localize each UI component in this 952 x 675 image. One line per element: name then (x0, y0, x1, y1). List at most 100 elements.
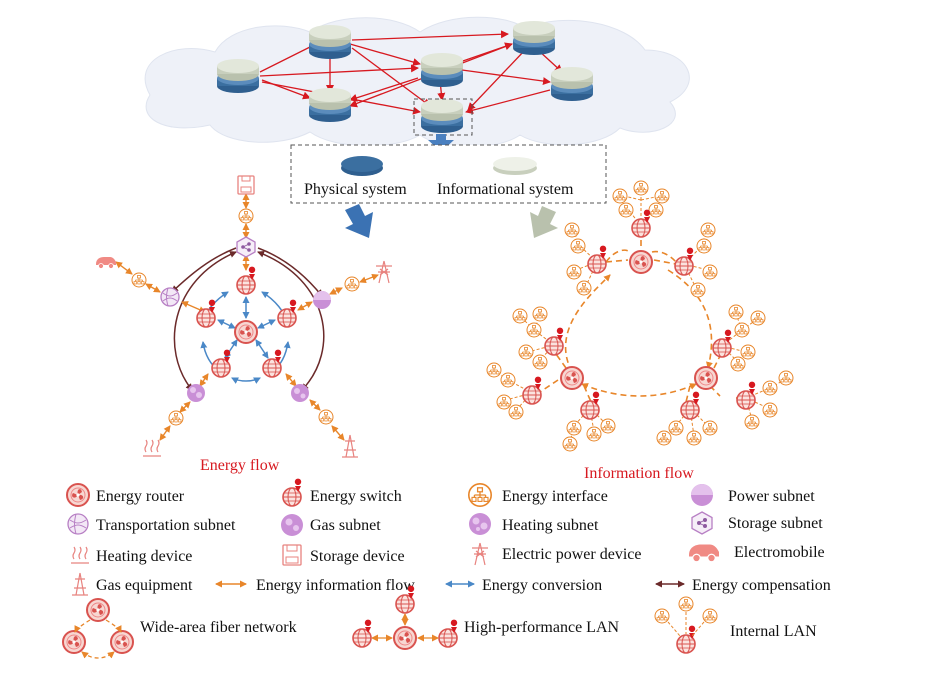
info-ring-right (667, 269, 713, 369)
orange-link-br-3 (331, 425, 345, 441)
gas-equipment-legend-icon (72, 572, 88, 596)
transportation-subnet-icon (160, 287, 180, 307)
legend-storage-subnet: Storage subnet (728, 515, 823, 532)
physical-disk-icon (341, 156, 383, 176)
energy-flow-title: Energy flow (200, 457, 280, 474)
informational-disk-icon (493, 157, 537, 175)
info-router-top (629, 250, 653, 274)
energy-interface-bl (168, 410, 184, 426)
cloud-node-5 (551, 67, 593, 101)
compensation-arc-right (257, 250, 325, 391)
cloud-node-6 (309, 88, 351, 122)
energy-interface-br (318, 409, 334, 425)
legend-energy-information-flow: Energy information flow (256, 577, 415, 594)
gas-subnet-icon-br (291, 384, 309, 402)
orange-link-right-1 (359, 273, 379, 284)
electromobile-icon (96, 257, 116, 269)
conversion-spoke-left (217, 319, 236, 329)
cloud-node-7 (421, 99, 463, 133)
orange-link-left-1 (115, 261, 133, 275)
electromobile-legend-icon (689, 544, 719, 563)
conversion-arc-5 (231, 377, 261, 384)
zoom-arrow (428, 134, 454, 152)
heating-device-legend-icon (71, 546, 89, 564)
legend-wide-area-fiber-network: Wide-area fiber network (140, 619, 297, 636)
orange-link-left-2 (145, 283, 161, 293)
info-ring-left (564, 274, 611, 373)
legend-transportation-subnet: Transportation subnet (96, 517, 236, 534)
legend-energy-interface: Energy interface (502, 488, 608, 505)
wide-area-fiber-network-icon (62, 598, 134, 659)
energy-switch-top (236, 265, 257, 295)
info-ring-bottom (581, 383, 697, 397)
info-switch-br (736, 380, 757, 410)
information-flow-title: Information flow (584, 465, 694, 482)
power-subnet-icon (313, 291, 331, 309)
cloud-links (259, 30, 563, 115)
electric-power-device-icon (376, 260, 392, 284)
info-router-left (560, 366, 584, 390)
info-ring-top (605, 249, 631, 263)
compensation-arc-top-left (171, 247, 237, 293)
storage-device-icon (237, 175, 255, 195)
arrow-to-information-flow (530, 206, 558, 238)
gas-equipment-icon (342, 434, 358, 458)
arrow-to-energy-flow (345, 204, 373, 238)
heating-subnet-legend-icon (469, 513, 491, 535)
legend-electromobile: Electromobile (734, 544, 825, 561)
info-switch-bl (522, 375, 543, 405)
legend-energy-router: Energy router (96, 488, 185, 505)
informational-system-label: Informational system (437, 181, 574, 198)
heating-subnet-icon-bl (187, 384, 205, 402)
heating-device-icon (143, 439, 161, 457)
energy-flow-diagram: Energy flow (96, 175, 392, 474)
legend-heating-device: Heating device (96, 548, 192, 565)
info-router-right (694, 366, 718, 390)
compensation-arc-top-right (257, 247, 323, 297)
info-switch-top-right (674, 246, 695, 276)
legend-energy-conversion: Energy conversion (482, 577, 602, 594)
legend-energy-switch: Energy switch (310, 488, 402, 505)
cloud-network (144, 16, 690, 148)
energy-interface-right (344, 276, 360, 292)
cloud-node-1 (217, 59, 259, 93)
storage-subnet-icon (236, 236, 256, 258)
legend-storage-device: Storage device (310, 548, 405, 565)
orange-link-bl-3 (159, 425, 171, 441)
system-legend-box: Physical system Informational system (290, 144, 607, 204)
orange-link-right-2 (329, 287, 343, 295)
cloud-node-3 (421, 53, 463, 87)
orange-link-bl-2 (179, 401, 191, 413)
legend-power-subnet: Power subnet (728, 488, 815, 505)
cloud-node-4 (513, 21, 555, 55)
orange-link-bl-1 (199, 373, 209, 387)
physical-system-label: Physical system (304, 181, 407, 198)
energy-switch-bl (211, 348, 232, 378)
power-subnet-legend-icon (691, 484, 713, 506)
orange-link-right-3 (297, 301, 313, 311)
energy-interface-left (131, 272, 147, 288)
energy-switch-right (277, 298, 298, 328)
legend-gas-subnet: Gas subnet (310, 517, 381, 534)
energy-switch-icon (282, 477, 303, 507)
orange-link-br-1 (285, 373, 297, 387)
info-switch-left (544, 326, 565, 356)
electric-power-device-legend-icon (472, 542, 488, 566)
legend-internal-lan: Internal LAN (730, 623, 817, 640)
legend-high-performance-lan: High-performance LAN (464, 619, 619, 636)
conversion-spoke-br (255, 339, 269, 359)
energy-switch-left (196, 298, 217, 328)
compensation-arc-left (173, 251, 237, 391)
conversion-spoke-right (257, 319, 276, 329)
internal-lan-icon (654, 596, 718, 654)
information-flow-diagram: Information flow (486, 180, 794, 482)
storage-subnet-legend-icon (691, 511, 713, 535)
legend-heating-subnet: Heating subnet (502, 517, 599, 534)
orange-link-br-2 (309, 399, 321, 411)
info-switch-bottom-left (580, 390, 601, 420)
gas-subnet-legend-icon (281, 514, 303, 536)
info-switch-top-left (587, 244, 608, 274)
info-switch-right (712, 328, 733, 358)
legend: Energy router Energy switch Energy inter… (62, 477, 831, 659)
